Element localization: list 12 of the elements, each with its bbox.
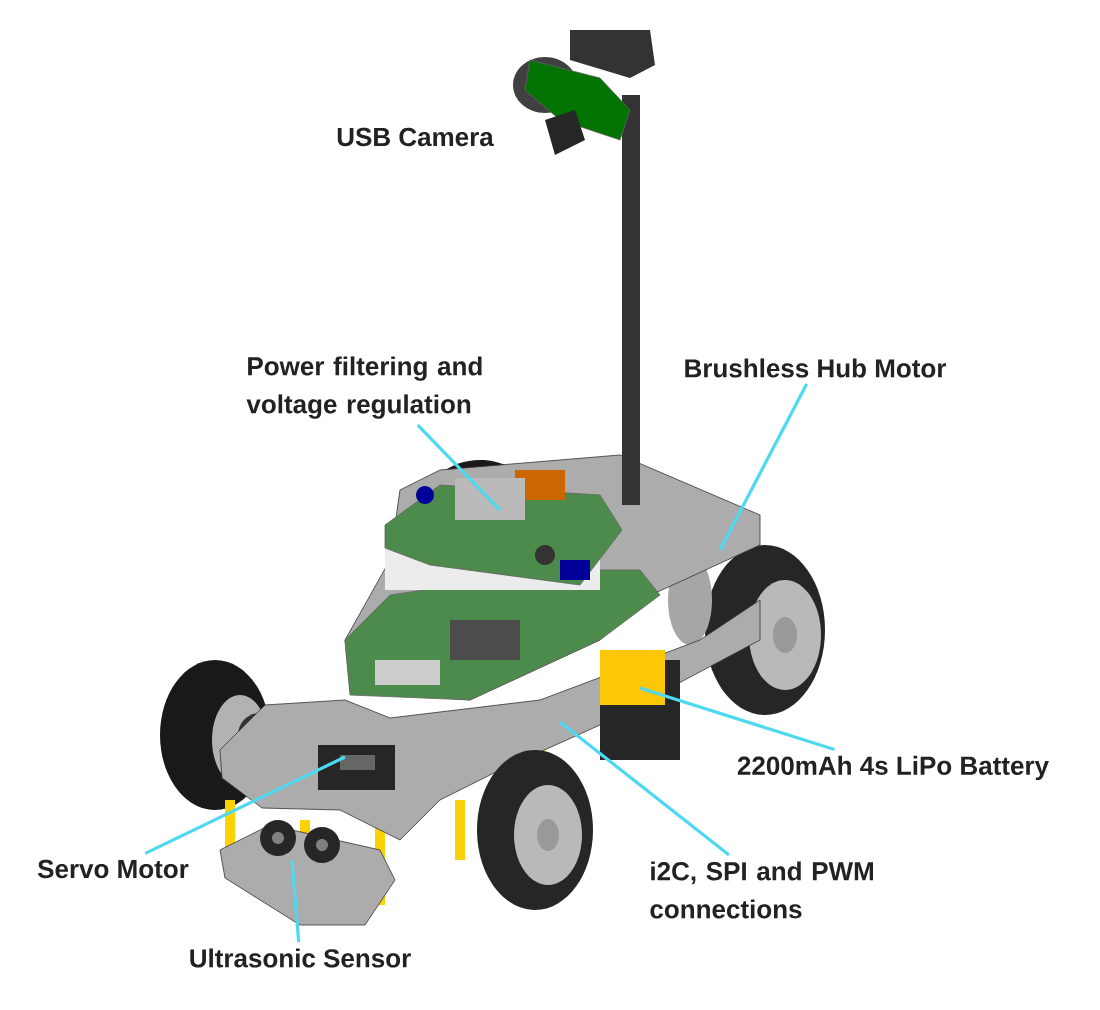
callout-label: Power filtering and voltage regulation [246,356,482,419]
part-label: USB Camera [337,127,494,147]
callout-label: 2200mAh 4s LiPo Battery [737,755,1049,781]
callout-label: Brushless Hub Motor [685,358,947,378]
leader-line [416,424,502,512]
leader-line [639,686,835,751]
callout-label: Servo Motor [37,859,189,879]
leader-line [718,383,809,551]
callout-label: Ultrasonic Sensor [190,948,411,968]
leader-line [559,720,730,857]
callout-label: i2C, SPI and PWM connections [650,861,873,919]
leader-line [144,755,346,855]
